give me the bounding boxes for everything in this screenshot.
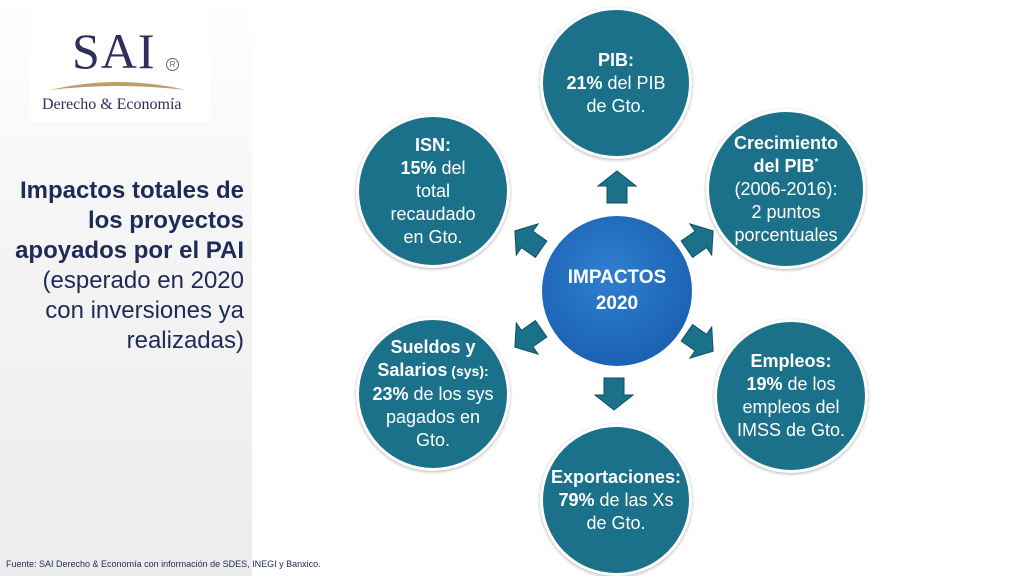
- center-line-2: 2020: [595, 293, 639, 314]
- crecimiento-heading-2-wrap: del PIB*: [754, 155, 819, 178]
- isn-line-1: 15% del: [400, 157, 465, 180]
- empleos-line-1: 19% de los: [746, 373, 835, 396]
- isn-line-2: total: [415, 180, 451, 201]
- sueldos-text-1: de los sys: [408, 384, 494, 404]
- isn-text-1: del: [436, 157, 466, 178]
- exportaciones-heading: Exportaciones:: [550, 466, 682, 487]
- pib-value: 21%: [566, 72, 603, 93]
- slide-title-subtitle: (esperado en 2020 con inversiones ya rea…: [42, 267, 245, 354]
- logo-swoosh-icon: [50, 82, 186, 90]
- sueldos-line-3: Gto.: [415, 430, 450, 450]
- empleos-heading: Empleos:: [750, 351, 832, 371]
- exportaciones-line-1: 79% de las Xs: [558, 489, 673, 512]
- empleos-line-3: IMSS de Gto.: [736, 420, 846, 440]
- registered-mark: R: [166, 58, 179, 71]
- isn-line-4: en Gto.: [403, 226, 463, 247]
- pib-line-2: de Gto.: [586, 95, 646, 116]
- empleos-value: 19%: [746, 374, 783, 394]
- pib-text-1: del PIB: [602, 72, 666, 93]
- exportaciones-text-1: de las Xs: [594, 489, 674, 510]
- sueldos-line-1: 23% de los sys: [372, 383, 493, 406]
- exportaciones-line-2: de Gto.: [586, 512, 646, 533]
- crecimiento-line-2: 2 puntos: [751, 201, 821, 222]
- logo-mark: SAI: [72, 23, 156, 79]
- empleos-line-2: empleos del: [742, 397, 840, 417]
- center-impactos-circle: IMPACTOS 2020: [542, 216, 692, 366]
- crecimiento-line-3: porcentuales: [734, 224, 838, 245]
- sueldos-heading-2b: (sys):: [447, 363, 489, 379]
- node-exportaciones: Exportaciones: 79% de las Xs de Gto.: [540, 424, 692, 576]
- exportaciones-value: 79%: [558, 489, 595, 510]
- center-line-1: IMPACTOS: [567, 267, 667, 288]
- sueldos-line-2: pagados en: [385, 407, 481, 427]
- pib-heading: PIB:: [598, 49, 634, 70]
- slide-title-bold: Impactos totales de los proyectos apoyad…: [15, 177, 244, 264]
- node-sueldos: Sueldos y Salarios (sys): 23% de los sys…: [356, 317, 510, 471]
- arrow-to-exportaciones-icon: [594, 377, 634, 411]
- sai-logo: SAI R Derecho & Economía: [30, 12, 210, 122]
- node-empleos: Empleos: 19% de los empleos del IMSS de …: [714, 319, 868, 473]
- sueldos-value: 23%: [372, 384, 409, 404]
- empleos-text-1: de los: [782, 374, 836, 394]
- node-crecimiento: Crecimiento del PIB* (2006-2016): 2 punt…: [706, 109, 866, 269]
- sueldos-heading-2: Salarios: [377, 360, 448, 380]
- isn-line-3: recaudado: [390, 203, 476, 224]
- logo-subtitle: Derecho & Economía: [42, 96, 182, 113]
- arrow-to-empleos-icon: [680, 323, 714, 360]
- isn-heading: ISN:: [415, 134, 451, 155]
- sueldos-heading-1: Sueldos y: [390, 337, 476, 357]
- sueldos-heading-2-wrap: Salarios (sys):: [377, 359, 488, 383]
- arrow-to-isn-icon: [514, 222, 548, 259]
- isn-value: 15%: [400, 157, 437, 178]
- pib-line-1: 21% del PIB: [566, 72, 665, 95]
- node-isn: ISN: 15% del total recaudado en Gto.: [356, 114, 510, 268]
- node-pib: PIB: 21% del PIB de Gto.: [540, 7, 692, 159]
- crecimiento-footnote-mark: *: [814, 156, 819, 168]
- arrow-to-pib-icon: [597, 170, 637, 204]
- arrow-to-sueldos-icon: [514, 319, 548, 356]
- arrow-to-crecimiento-icon: [680, 222, 714, 259]
- source-note: Fuente: SAI Derecho & Economía con infor…: [6, 559, 321, 569]
- slide-title: Impactos totales de los proyectos apoyad…: [14, 176, 244, 356]
- crecimiento-heading-2: del PIB: [753, 155, 815, 176]
- crecimiento-line-1: (2006-2016):: [734, 178, 838, 199]
- crecimiento-heading-1: Crecimiento: [733, 132, 839, 153]
